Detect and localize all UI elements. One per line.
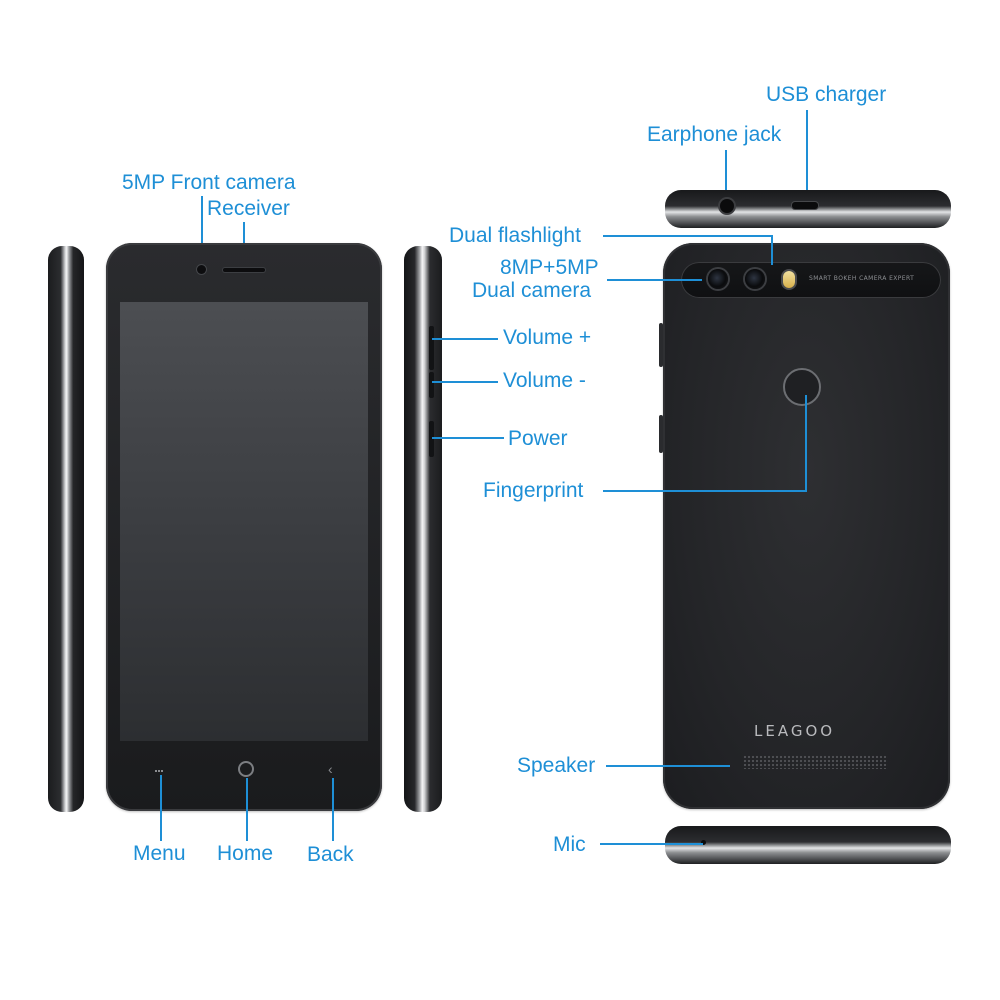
power-button	[429, 421, 434, 457]
home-circle-icon	[238, 761, 254, 777]
line-power	[432, 437, 504, 439]
label-volume-down: Volume -	[503, 369, 586, 392]
camera-lens-secondary	[745, 269, 765, 289]
label-power: Power	[508, 427, 568, 450]
front-camera-icon	[197, 265, 206, 274]
line-usb-charger	[806, 110, 808, 200]
label-receiver: Receiver	[207, 197, 290, 220]
label-dual-camera-line2: Dual camera	[472, 279, 592, 302]
volume-down-button	[429, 372, 434, 398]
line-dual-camera	[607, 279, 702, 281]
label-home: Home	[217, 842, 274, 865]
usb-port	[792, 202, 818, 209]
line-home	[246, 778, 248, 841]
camera-lens-main	[708, 269, 728, 289]
line-fingerprint-h	[603, 490, 807, 492]
line-back	[332, 778, 334, 841]
line-dual-flashlight-v	[771, 235, 773, 265]
back-power-button	[659, 415, 663, 453]
label-front-camera: 5MP Front camera	[122, 171, 296, 194]
label-dual-camera-line1: 8MP+5MP	[500, 256, 599, 279]
phone-back: SMART BOKEH CAMERA EXPERT LEAGOO	[659, 243, 950, 809]
line-menu	[160, 775, 162, 841]
line-front-camera	[201, 196, 203, 266]
phone-front: ‹	[106, 243, 382, 811]
volume-up-button	[429, 326, 434, 370]
line-speaker	[606, 765, 730, 767]
camera-strip: SMART BOKEH CAMERA EXPERT	[681, 262, 941, 298]
back-volume-button	[659, 323, 663, 367]
label-earphone-jack: Earphone jack	[647, 123, 782, 146]
flashlight-icon	[783, 271, 795, 288]
phone-right-edge	[404, 246, 442, 812]
label-dual-flashlight: Dual flashlight	[449, 224, 581, 247]
phone-screen	[120, 302, 368, 741]
line-volume-up	[432, 338, 498, 340]
earphone-jack-port	[720, 199, 734, 213]
brand-logo: LEAGOO	[754, 722, 836, 740]
fingerprint-sensor	[783, 368, 821, 406]
line-fingerprint-v	[805, 395, 807, 492]
back-arrow-icon: ‹	[328, 761, 333, 777]
line-mic	[600, 843, 703, 845]
menu-dots-icon	[155, 770, 163, 774]
label-volume-up: Volume +	[503, 326, 592, 349]
label-mic: Mic	[553, 833, 586, 856]
label-back: Back	[307, 843, 354, 866]
label-fingerprint: Fingerprint	[483, 479, 584, 502]
line-volume-down	[432, 381, 498, 383]
phone-left-edge	[48, 246, 84, 812]
line-dual-flashlight-h	[603, 235, 773, 237]
phone-top-edge	[665, 190, 951, 228]
label-usb-charger: USB charger	[766, 83, 887, 106]
receiver-slot	[223, 268, 265, 272]
line-earphone-jack	[725, 150, 727, 200]
camera-strip-text: SMART BOKEH CAMERA EXPERT	[809, 275, 915, 282]
label-menu: Menu	[133, 842, 186, 865]
label-speaker: Speaker	[517, 754, 596, 777]
mic-hole	[701, 840, 706, 845]
speaker-grille	[743, 755, 888, 769]
phone-bottom-edge	[665, 826, 951, 864]
